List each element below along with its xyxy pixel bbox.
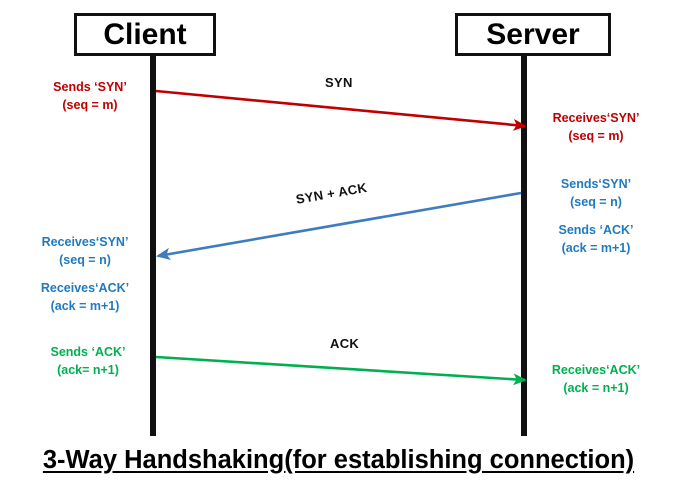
note-line: (ack= n+1)	[57, 362, 119, 377]
lifeline-client	[150, 55, 156, 436]
arrow-syn	[155, 89, 527, 131]
note-line: (seq = n)	[570, 194, 622, 209]
lifeline-server	[521, 55, 527, 436]
note-server-sends-syn-ack: Sends‘SYN’ (seq = n)	[535, 176, 657, 212]
participant-box-client: Client	[74, 13, 216, 56]
note-line: (ack = m+1)	[50, 298, 120, 313]
note-client-receives-ack: Receives‘ACK’ (ack = m+1)	[24, 280, 146, 316]
note-line: Sends ‘SYN’	[53, 80, 127, 94]
arrow-label-ack: ACK	[330, 336, 360, 351]
arrow-label-syn: SYN	[325, 75, 353, 90]
note-line: (seq = m)	[62, 97, 118, 112]
note-server-receives-ack: Receives‘ACK’ (ack = n+1)	[535, 362, 657, 398]
note-line: (seq = n)	[59, 252, 111, 267]
arrow-ack	[155, 355, 527, 386]
participant-label-client: Client	[103, 17, 187, 51]
participant-box-server: Server	[455, 13, 611, 56]
note-line: (ack = n+1)	[563, 380, 629, 395]
note-line: Receives‘ACK’	[40, 281, 130, 295]
note-line: Receives‘ACK’	[551, 363, 641, 377]
note-server-receives-syn: Receives‘SYN’ (seq = m)	[535, 110, 657, 146]
note-line: (ack = m+1)	[561, 240, 631, 255]
note-server-sends-ack: Sends ‘ACK’ (ack = m+1)	[535, 222, 657, 258]
diagram-caption: 3-Way Handshaking(for establishing conne…	[42, 446, 635, 474]
note-client-receives-syn: Receives‘SYN’ (seq = n)	[24, 234, 146, 270]
note-line: Receives‘SYN’	[41, 235, 129, 249]
note-line: Receives‘SYN’	[552, 111, 640, 125]
note-line: Sends ‘ACK’	[558, 223, 634, 237]
note-line: Sends ‘ACK’	[50, 345, 126, 359]
note-line: Sends‘SYN’	[560, 177, 632, 191]
note-line: (seq = m)	[568, 128, 624, 143]
note-client-sends-ack: Sends ‘ACK’ (ack= n+1)	[30, 344, 146, 380]
participant-label-server: Server	[486, 17, 580, 51]
arrow-syn-ack	[156, 191, 522, 261]
note-client-sends-syn: Sends ‘SYN’ (seq = m)	[34, 79, 146, 115]
